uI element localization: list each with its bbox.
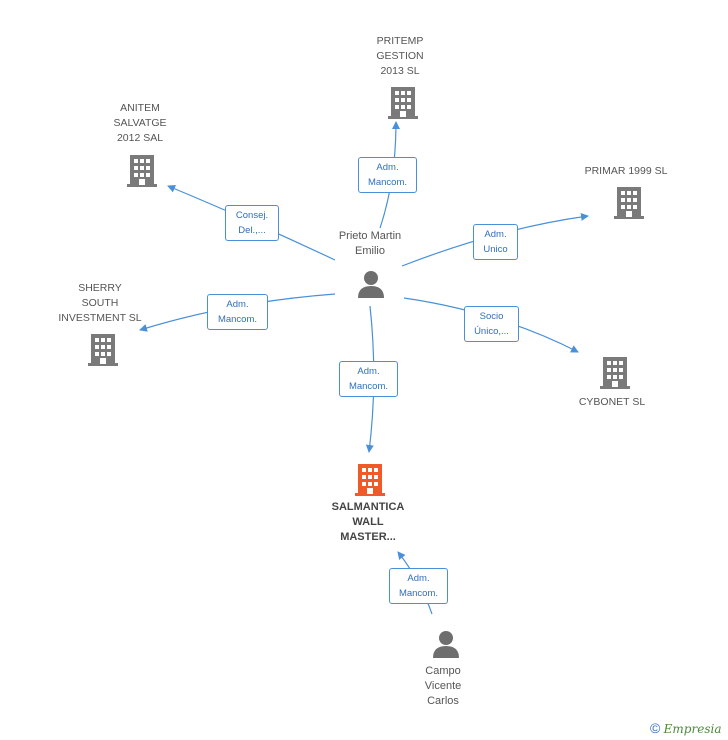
node-label-prieto: Prieto Martin Emilio: [338, 230, 402, 257]
brand-logo: Empresia: [663, 722, 722, 736]
edge-label-pritemp: Adm. Mancom.: [358, 157, 417, 193]
edge-label-primar: Adm. Unico: [473, 224, 518, 260]
node-label-anitem: ANITEM SALVATGE 2012 SAL: [113, 102, 167, 144]
edge-label-cybonet: Socio Único,...: [464, 306, 519, 342]
edge-label-sherry: Adm. Mancom.: [207, 294, 268, 330]
node-label-campo: Campo Vicente Carlos: [424, 665, 462, 707]
node-label-salmantica: SALMANTICA WALL MASTER...: [331, 501, 405, 543]
node-label-sherry: SHERRY SOUTH INVESTMENT SL: [58, 282, 142, 324]
node-label-primar: PRIMAR 1999 SL: [584, 165, 668, 177]
building-icon-pritemp: [388, 87, 418, 119]
person-icon-prieto: [358, 271, 384, 298]
edge-label-campo: Adm. Mancom.: [389, 568, 448, 604]
copyright-watermark: © Empresia: [650, 720, 721, 736]
node-label-pritemp: PRITEMP GESTION 2013 SL: [376, 35, 424, 77]
building-icon-primar: [614, 187, 644, 219]
edge-label-salmantica: Adm. Mancom.: [339, 361, 398, 397]
node-label-cybonet: CYBONET SL: [578, 396, 646, 408]
building-icon-cybonet: [600, 357, 630, 389]
copyright-icon: ©: [650, 720, 661, 736]
person-icon-campo: [433, 631, 459, 658]
edge-label-anitem: Consej. Del.,...: [225, 205, 279, 241]
building-icon-anitem: [127, 155, 157, 187]
building-icon-sherry: [88, 334, 118, 366]
building-icon-salmantica: [355, 464, 385, 496]
